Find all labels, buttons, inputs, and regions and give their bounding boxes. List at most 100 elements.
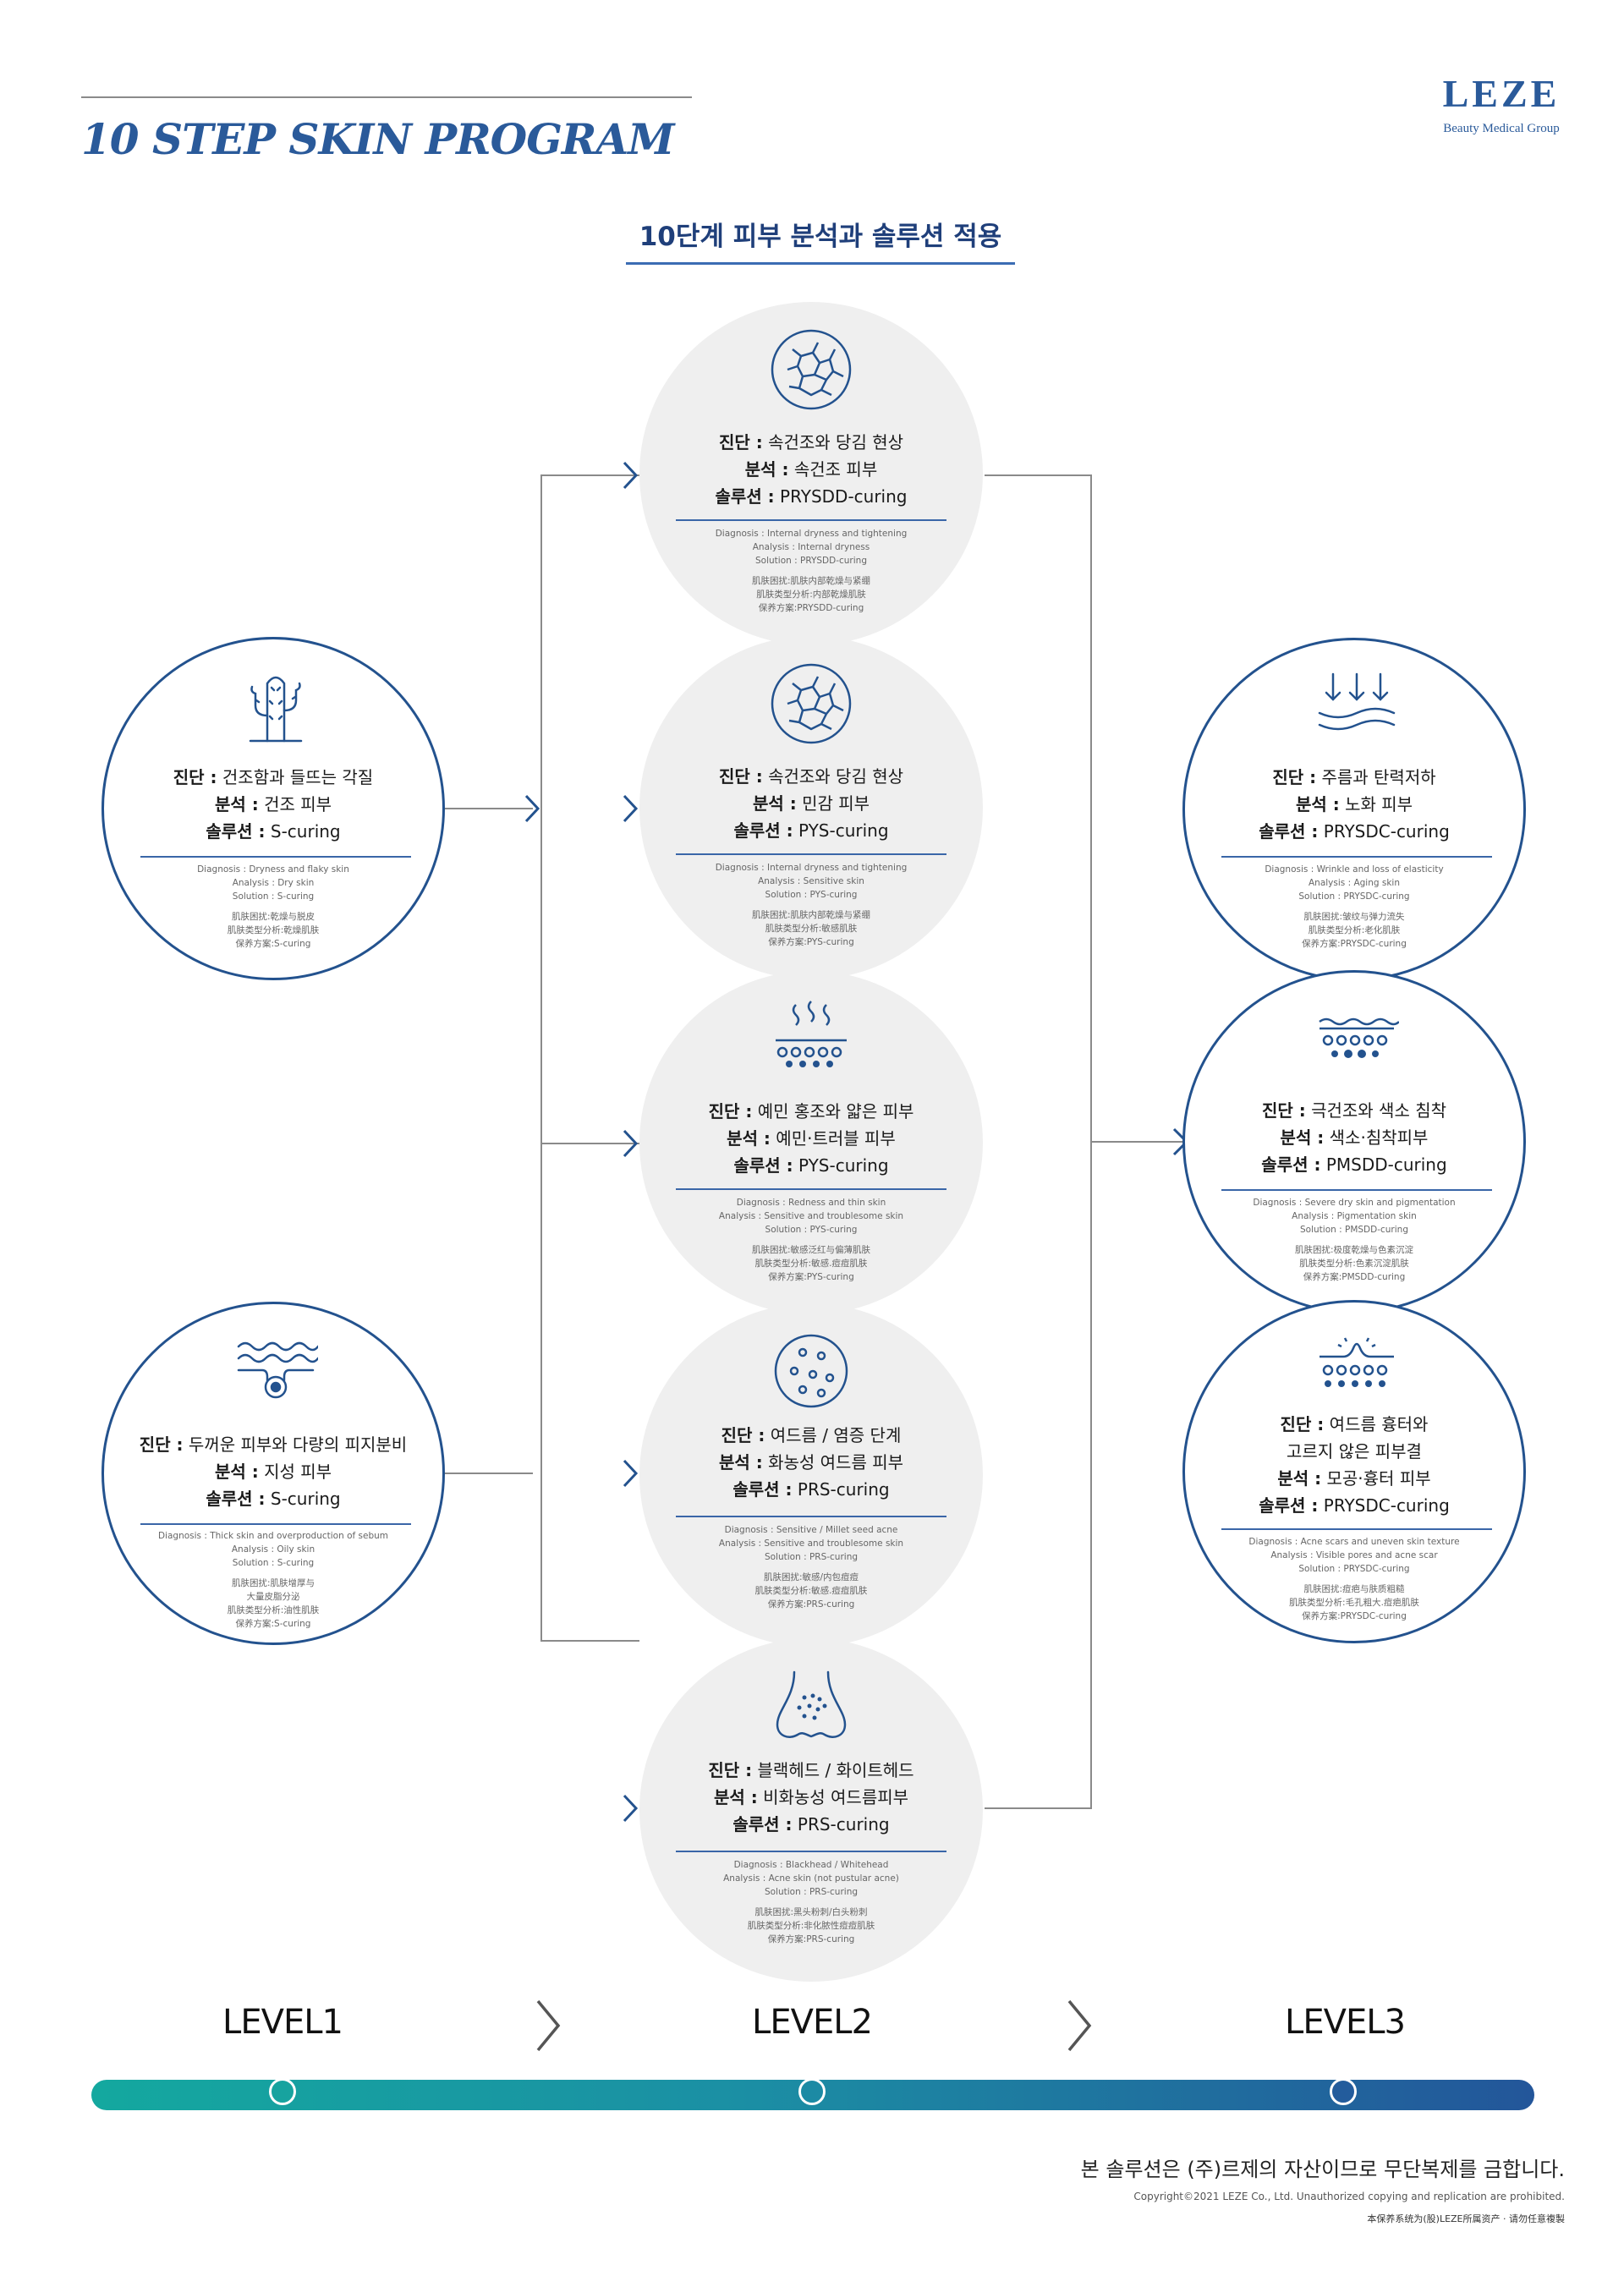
solution-value: PRS-curing	[797, 1814, 890, 1835]
diagnosis-value: 예민 홍조와 얇은 피부	[757, 1101, 914, 1122]
sebum-pore-icon	[233, 1330, 318, 1414]
diagnosis-value: 여드름 / 염증 단계	[770, 1425, 902, 1445]
level-2-label: LEVEL2	[752, 2003, 873, 2042]
analysis-value: 화농성 여드름 피부	[768, 1452, 904, 1473]
korean-text-block: 진단 : 여드름 / 염증 단계 분석 : 화농성 여드름 피부 솔루션 : P…	[718, 1425, 904, 1500]
korean-text-block: 진단 : 극건조와 색소 침착 분석 : 색소·침착피부 솔루션 : PMSDD…	[1261, 1100, 1447, 1175]
node-acne-inflammation: 진단 : 여드름 / 염증 단계 분석 : 화농성 여드름 피부 솔루션 : P…	[639, 1303, 983, 1647]
diagnosis-value: 극건조와 색소 침착	[1311, 1100, 1447, 1121]
solution-value: PYS-curing	[798, 1155, 889, 1176]
solution-value: S-curing	[270, 821, 341, 842]
logo-wordmark: LEZE	[1442, 72, 1561, 115]
copyright-notice-korean: 본 솔루션은 (주)르제의 자산이므로 무단복제를 금합니다.	[1080, 2158, 1565, 2181]
node-sensitive-skin: 진단 : 속건조와 당김 현상 분석 : 민감 피부 솔루션 : PYS-cur…	[639, 636, 983, 979]
node-internal-dryness: 진단 : 속건조와 당김 현상 분석 : 속건조 피부 솔루션 : PRYSDD…	[639, 302, 983, 645]
korean-text-block: 진단 : 두꺼운 피부와 다량의 피지분비 분석 : 지성 피부 솔루션 : S…	[139, 1434, 408, 1509]
analysis-value: 노화 피부	[1345, 794, 1413, 814]
copyright-notice-english: Copyright©2021 LEZE Co., Ltd. Unauthoriz…	[1133, 2191, 1565, 2202]
page-title: 10 STEP SKIN PROGRAM	[81, 114, 675, 164]
divider	[1221, 1189, 1492, 1191]
chevron-right-icon	[536, 1999, 561, 2052]
chevron-right-icon	[1067, 1999, 1092, 2052]
solution-value: PRS-curing	[797, 1479, 890, 1500]
level-1-label: LEVEL1	[222, 2003, 343, 2042]
cracked-skin-icon	[769, 661, 853, 746]
divider	[1221, 1528, 1492, 1530]
korean-text-block: 진단 : 주름과 탄력저하 분석 : 노화 피부 솔루션 : PRYSDC-cu…	[1259, 767, 1450, 842]
diagnosis-value: 블랙헤드 / 화이트헤드	[757, 1760, 914, 1780]
korean-text-block: 진단 : 블랙헤드 / 화이트헤드 분석 : 비화농성 여드름피부 솔루션 : …	[708, 1760, 914, 1835]
divider	[676, 519, 946, 521]
node-oily-skin: 진단 : 두꺼운 피부와 다량의 피지분비 분석 : 지성 피부 솔루션 : S…	[102, 1302, 445, 1645]
diagnosis-value-line2: 고르지 않은 피부결	[1287, 1441, 1422, 1462]
heat-skin-icon	[769, 996, 853, 1081]
divider	[676, 1516, 946, 1517]
diagnosis-value: 두꺼운 피부와 다량의 피지분비	[188, 1434, 408, 1455]
node-dry-skin: 진단 : 건조함과 들뜨는 각질 분석 : 건조 피부 솔루션 : S-curi…	[102, 637, 445, 980]
translation-text: Diagnosis : Wrinkle and loss of elastici…	[1265, 864, 1444, 949]
divider	[1221, 856, 1492, 858]
solution-value: PRYSDC-curing	[1323, 821, 1450, 842]
diagnosis-value: 속건조와 당김 현상	[768, 766, 904, 787]
korean-text-block: 진단 : 여드름 흉터와 고르지 않은 피부결 분석 : 모공·흉터 피부 솔루…	[1202, 1411, 1506, 1519]
solution-value: PYS-curing	[798, 820, 889, 841]
logo-subtitle: Beauty Medical Group	[1443, 122, 1560, 135]
node-redness-thin-skin: 진단 : 예민 홍조와 얇은 피부 분석 : 예민·트러블 피부 솔루션 : P…	[639, 971, 983, 1314]
diagnosis-value: 여드름 흉터와	[1329, 1414, 1429, 1434]
analysis-value: 예민·트러블 피부	[776, 1128, 896, 1149]
arrow-right-icon	[623, 794, 639, 823]
section-subtitle: 10단계 피부 분석과 솔루션 적용	[626, 218, 1015, 265]
korean-text-block: 진단 : 건조함과 들뜨는 각질 분석 : 건조 피부 솔루션 : S-curi…	[173, 767, 374, 842]
divider	[676, 1188, 946, 1190]
level-3-label: LEVEL3	[1285, 2003, 1406, 2042]
translation-text: Diagnosis : Acne scars and uneven skin t…	[1248, 1537, 1460, 1621]
divider	[676, 853, 946, 855]
divider	[676, 1851, 946, 1852]
solution-value: PRYSDC-curing	[1323, 1495, 1450, 1516]
pigment-icon	[1314, 998, 1399, 1083]
analysis-value: 건조 피부	[264, 794, 332, 814]
diagnosis-value: 속건조와 당김 현상	[768, 432, 904, 452]
solution-value: PMSDD-curing	[1325, 1154, 1447, 1175]
level-3-marker	[1330, 2078, 1357, 2105]
solution-value: S-curing	[270, 1489, 341, 1509]
analysis-value: 색소·침착피부	[1329, 1127, 1429, 1148]
arrow-right-icon	[623, 1129, 639, 1158]
analysis-value: 비화농성 여드름피부	[763, 1787, 909, 1807]
analysis-value: 민감 피부	[802, 793, 870, 814]
translation-text: Diagnosis : Severe dry skin and pigmenta…	[1253, 1198, 1456, 1282]
divider	[140, 1523, 411, 1525]
translation-text: Diagnosis : Thick skin and overproductio…	[157, 1531, 389, 1629]
korean-text-block: 진단 : 속건조와 당김 현상 분석 : 속건조 피부 솔루션 : PRYSDD…	[715, 432, 908, 507]
translation-text: Diagnosis : Internal dryness and tighten…	[715, 863, 908, 947]
translation-text: Diagnosis : Sensitive / Millet seed acne…	[718, 1525, 904, 1610]
copyright-notice-chinese: 本保养系统为(股)LEZE所属资产 · 请勿任意複製	[1367, 2213, 1565, 2224]
cactus-icon	[233, 665, 318, 749]
node-pores-scars-skin: 진단 : 여드름 흉터와 고르지 않은 피부결 분석 : 모공·흉터 피부 솔루…	[1182, 1300, 1526, 1643]
korean-text-block: 진단 : 예민 홍조와 얇은 피부 분석 : 예민·트러블 피부 솔루션 : P…	[708, 1101, 914, 1176]
level-1-marker	[269, 2078, 296, 2105]
divider	[140, 856, 411, 858]
acne-dots-icon	[769, 1329, 853, 1413]
leze-logo: LEZE Beauty Medical Group	[1429, 73, 1573, 137]
arrow-right-icon	[623, 1794, 639, 1823]
translation-text: Diagnosis : Internal dryness and tighten…	[715, 529, 908, 613]
analysis-value: 모공·흉터 피부	[1326, 1468, 1431, 1489]
korean-text-block: 진단 : 속건조와 당김 현상 분석 : 민감 피부 솔루션 : PYS-cur…	[718, 766, 904, 841]
nose-icon	[769, 1664, 853, 1748]
node-blackhead-whitehead: 진단 : 블랙헤드 / 화이트헤드 분석 : 비화농성 여드름피부 솔루션 : …	[639, 1638, 983, 1982]
diagnosis-value: 주름과 탄력저하	[1321, 767, 1436, 787]
arrow-right-icon	[623, 461, 639, 490]
down-arrows-icon	[1314, 666, 1399, 750]
analysis-value: 지성 피부	[264, 1462, 332, 1482]
level-2-marker	[798, 2078, 826, 2105]
analysis-value: 속건조 피부	[793, 459, 878, 480]
node-aging-skin: 진단 : 주름과 탄력저하 분석 : 노화 피부 솔루션 : PRYSDC-cu…	[1182, 638, 1526, 981]
solution-value: PRYSDD-curing	[780, 486, 908, 507]
arrow-right-icon	[623, 1459, 639, 1488]
scar-bump-icon	[1314, 1328, 1399, 1412]
